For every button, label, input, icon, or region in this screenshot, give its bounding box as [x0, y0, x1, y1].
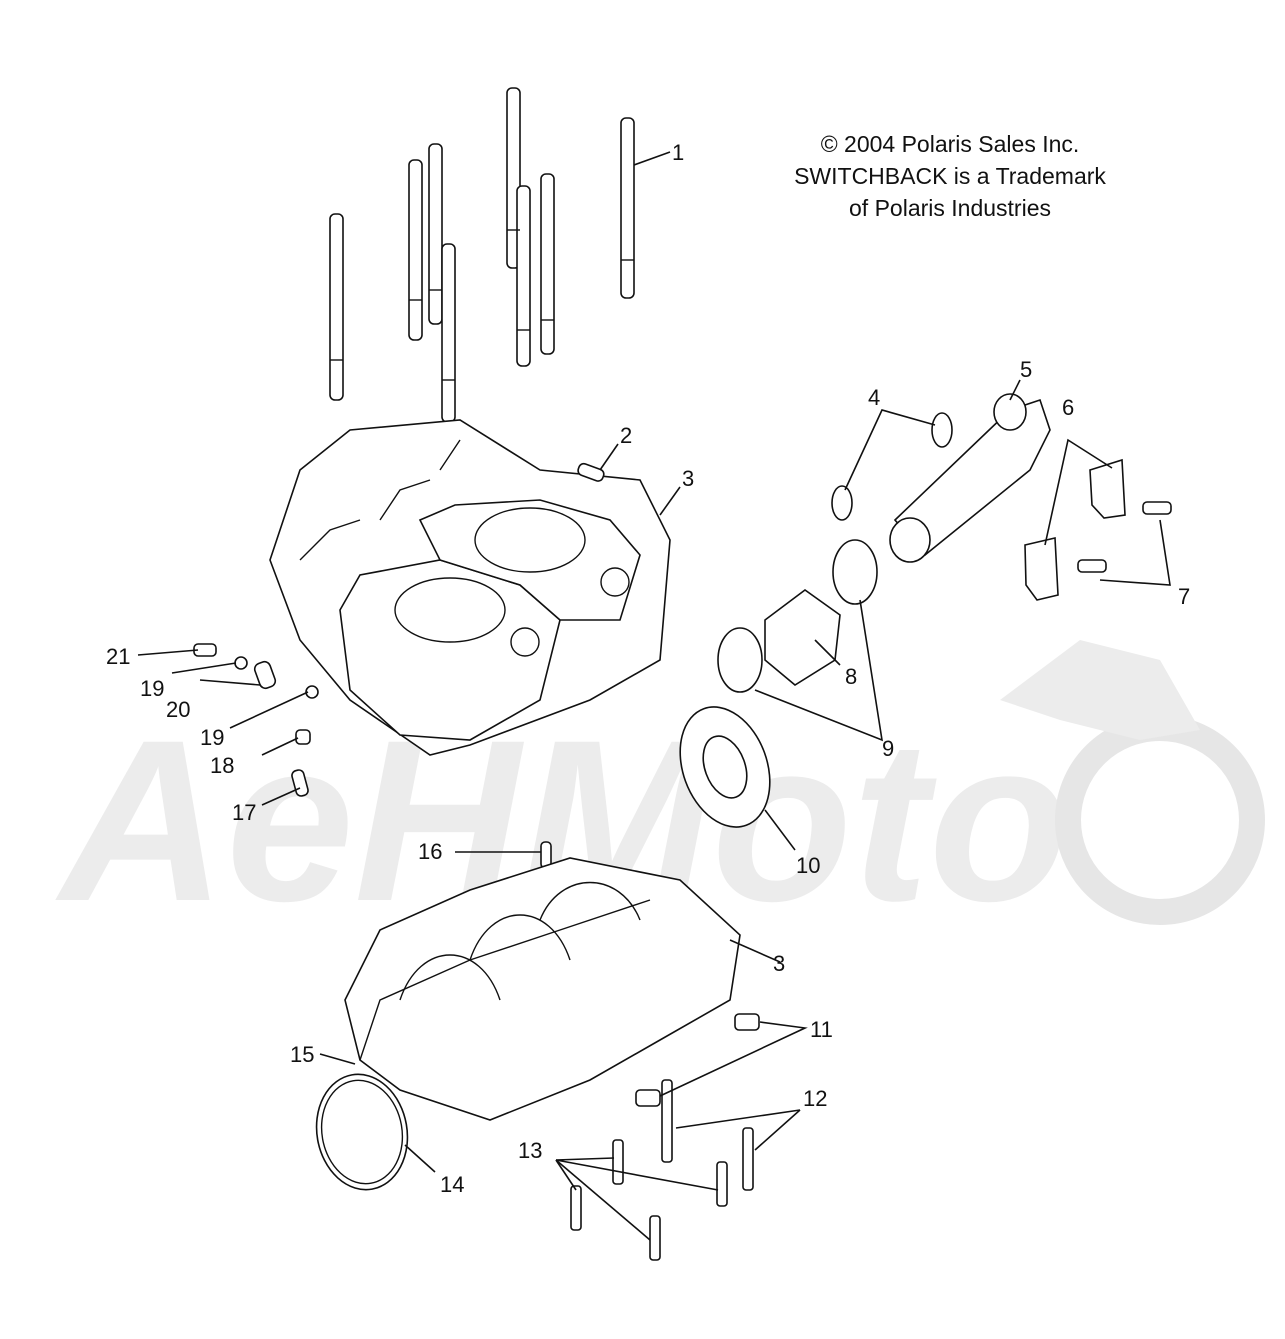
callout-3-upper: 3	[682, 466, 694, 491]
callout-4: 4	[868, 385, 880, 410]
screw-7-top	[1142, 501, 1172, 515]
callout-13: 13	[518, 1138, 542, 1163]
callout-9: 9	[882, 736, 894, 761]
screw-7-bottom	[1077, 559, 1107, 573]
callout-12: 12	[803, 1086, 827, 1111]
copyright-line-2: SWITCHBACK is a Trademark	[794, 163, 1106, 189]
callout-16: 16	[418, 839, 442, 864]
callout-7: 7	[1178, 584, 1190, 609]
copyright-line-3: of Polaris Industries	[849, 195, 1051, 221]
o-ring-4-top	[931, 412, 953, 448]
callout-8: 8	[845, 664, 857, 689]
washer-19-top	[234, 656, 248, 670]
bracket-6-left	[1024, 537, 1059, 601]
copyright-line-1: © 2004 Polaris Sales Inc.	[820, 131, 1080, 157]
dowel-pin-top	[577, 462, 605, 482]
callout-10: 10	[796, 853, 820, 878]
plug-18	[295, 729, 311, 745]
o-ring-14	[315, 1073, 409, 1191]
bolt-13-d	[649, 1215, 661, 1261]
washer-19-bottom	[305, 685, 319, 699]
callout-15: 15	[290, 1042, 314, 1067]
callout-18: 18	[210, 753, 234, 778]
case-bolts	[570, 1013, 760, 1261]
callout-6: 6	[1062, 395, 1074, 420]
plug-11-top	[734, 1013, 760, 1031]
callout-19-top: 19	[140, 676, 164, 701]
callout-14: 14	[440, 1172, 464, 1197]
callout-2: 2	[620, 423, 632, 448]
lower-crankcase	[344, 857, 741, 1121]
clamp-9-bottom	[717, 627, 763, 693]
bolt-13-a	[612, 1139, 624, 1185]
bracket-6-right	[1089, 458, 1126, 519]
fitting-20	[253, 660, 277, 690]
callout-17: 17	[232, 800, 256, 825]
cylinder-studs	[329, 87, 635, 423]
bolt-12-a	[661, 1079, 673, 1163]
bolt-13-c	[570, 1185, 582, 1231]
bolt-12-b	[742, 1127, 754, 1191]
plug-11-bottom	[635, 1089, 661, 1107]
callout-11: 11	[810, 1017, 833, 1042]
callout-5: 5	[1020, 357, 1032, 382]
hose-8	[764, 589, 841, 686]
callout-labels: 1 2 3 4 5 6 7 8 9 10 3 11 12 13 14 15 16…	[106, 140, 1190, 1197]
crank-seal-10	[679, 706, 771, 828]
upper-crankcase	[269, 419, 671, 756]
callout-3-lower: 3	[773, 951, 785, 976]
bolt-13-b	[716, 1161, 728, 1207]
callout-1: 1	[672, 140, 684, 165]
clamp-9-top	[832, 539, 878, 605]
o-ring-4-bottom	[831, 485, 853, 521]
water-outlet-assembly	[717, 393, 1172, 693]
copyright-notice: © 2004 Polaris Sales Inc. SWITCHBACK is …	[770, 128, 1130, 224]
callout-19-bottom: 19	[200, 725, 224, 750]
leader-lines	[137, 151, 1171, 1241]
callout-20: 20	[166, 697, 190, 722]
callout-21: 21	[106, 644, 130, 669]
